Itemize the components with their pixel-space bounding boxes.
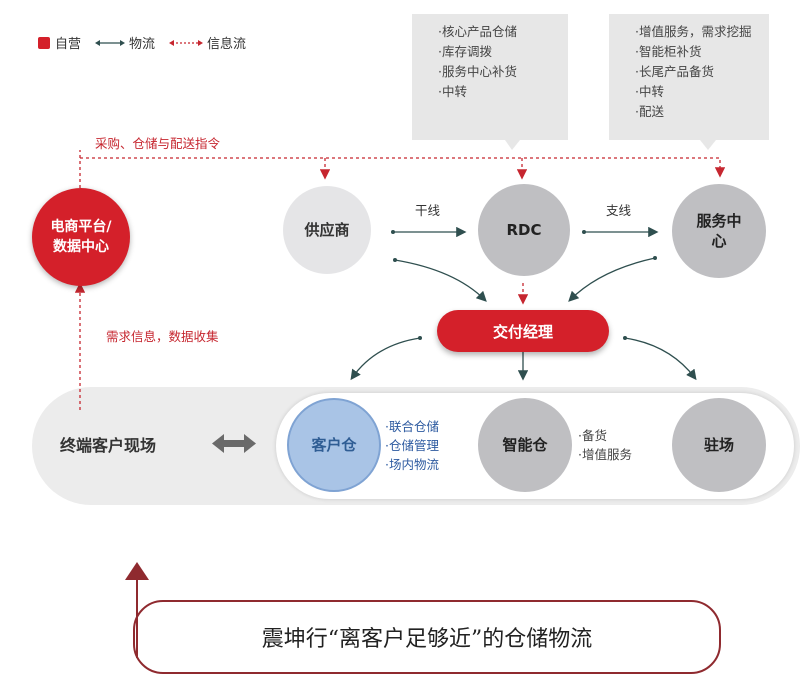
service-callout-item: ·配送 — [635, 104, 664, 119]
service-center-node: 服务中心 — [672, 184, 766, 278]
smart-warehouse-node: 智能仓 — [478, 398, 572, 492]
info-flow-arrow-icon — [169, 39, 204, 46]
delivery-manager-node: 交付经理 — [437, 310, 609, 352]
service-callout-item: ·增值服务，需求挖掘 — [635, 24, 752, 39]
caption: 震坤行“离客户足够近”的仓储物流 — [133, 600, 721, 674]
logistics-arrow-icon — [95, 39, 126, 46]
rdc-callout: ·核心产品仓储 ·库存调拨 ·服务中心补货 ·中转 — [412, 14, 568, 140]
legend: 自营 物流 信息流 — [38, 33, 246, 52]
legend-self-operated: 自营 — [55, 37, 82, 52]
supplier-node: 供应商 — [283, 186, 371, 274]
trunk-label: 干线 — [415, 203, 441, 218]
service-item: ·联合仓储 — [385, 419, 439, 434]
service-callout-item: ·智能柜补货 — [635, 44, 702, 59]
double-arrow-icon — [212, 434, 256, 453]
service-callout: ·增值服务，需求挖掘 ·智能柜补货 ·长尾产品备货 ·中转 ·配送 — [609, 14, 769, 140]
customer-warehouse-services: ·联合仓储 ·仓储管理 ·场内物流 — [385, 417, 439, 474]
smart-warehouse-services: ·备货 ·增值服务 — [578, 426, 632, 464]
service-item: ·仓储管理 — [385, 438, 439, 453]
customer-site-label: 终端客户现场 — [60, 436, 157, 455]
demand-info-label: 需求信息，数据收集 — [106, 329, 219, 344]
onsite-node: 驻场 — [672, 398, 766, 492]
service-item: ·增值服务 — [578, 447, 632, 462]
legend-info-flow: 信息流 — [207, 37, 247, 52]
rdc-callout-pointer — [505, 140, 520, 150]
legend-logistics: 物流 — [129, 37, 156, 52]
service-callout-item: ·中转 — [635, 84, 664, 99]
service-item: ·场内物流 — [385, 457, 439, 472]
info-flow-line — [79, 157, 726, 188]
rdc-callout-item: ·核心产品仓储 — [438, 24, 517, 39]
ecommerce-data-center-node: 电商平台/数据中心 — [32, 188, 130, 286]
rdc-callout-item: ·中转 — [438, 84, 467, 99]
service-callout-item: ·长尾产品备货 — [635, 64, 714, 79]
customer-warehouse-node: 客户仓 — [287, 398, 381, 492]
service-item: ·备货 — [578, 428, 607, 443]
rdc-callout-item: ·服务中心补货 — [438, 64, 517, 79]
branch-label: 支线 — [606, 203, 632, 218]
self-operated-swatch — [38, 36, 50, 49]
rdc-callout-item: ·库存调拨 — [438, 44, 492, 59]
service-callout-pointer — [700, 140, 716, 150]
procurement-label: 采购、仓储与配送指令 — [95, 136, 221, 151]
rdc-node: RDC — [478, 184, 570, 276]
